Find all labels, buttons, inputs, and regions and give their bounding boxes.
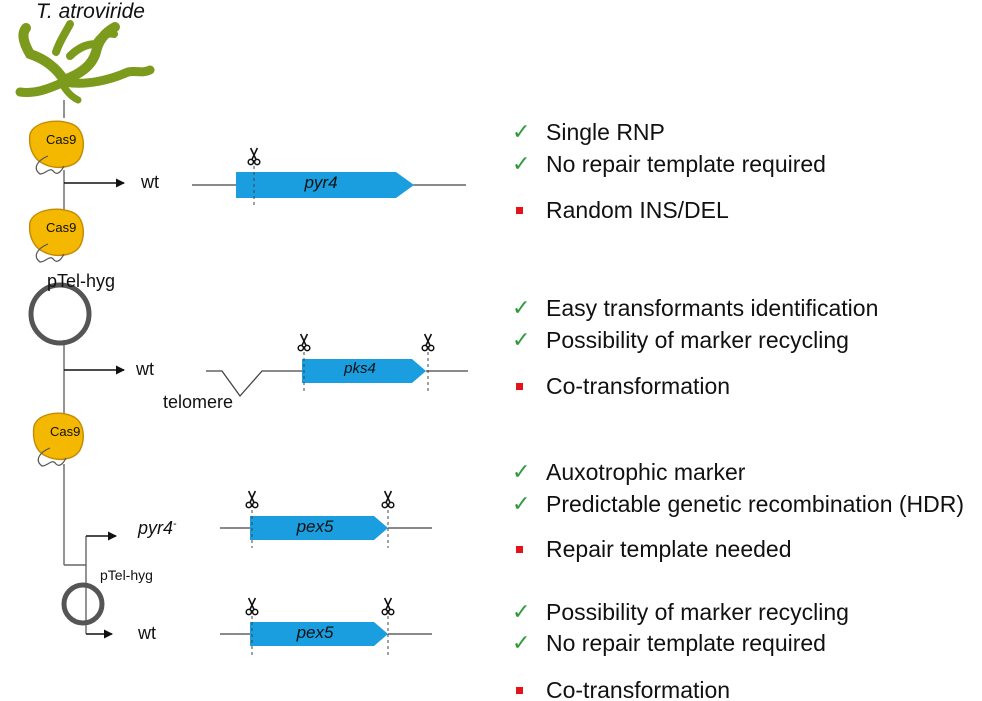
check-icon: ✓ <box>512 151 531 176</box>
check-icon: ✓ <box>512 295 531 320</box>
plasmid-label: pTel-hyg <box>100 567 153 583</box>
feature-text: Random INS/DEL <box>546 196 729 223</box>
gene-arrow-pex5-a <box>250 516 388 540</box>
scissors-icon <box>421 333 435 352</box>
red-square-bullet-icon <box>516 545 523 553</box>
feature-text: Predictable genetic recombination (HDR) <box>546 490 965 517</box>
feature-item: ✓ Auxotrophic marker <box>512 457 745 487</box>
check-icon: ✓ <box>512 491 531 516</box>
gene-arrow-pex5-b <box>250 622 388 646</box>
fungus-icon <box>15 20 155 104</box>
cas9-protein-icon-3 <box>32 412 84 467</box>
red-square-bullet-icon <box>516 686 523 694</box>
feature-item: ✓ Single RNP <box>512 117 665 147</box>
check-icon: ✓ <box>512 327 531 352</box>
red-square-bullet-icon <box>516 206 523 214</box>
wt-label: wt <box>138 623 156 643</box>
cas9-label: Cas9 <box>46 132 77 147</box>
cut-site-lines <box>251 160 429 655</box>
wt-label: wt <box>136 359 154 379</box>
gene-label-pyr4: pyr4 <box>304 173 338 192</box>
feature-item: Co-transformation <box>512 675 730 701</box>
scissors-icon <box>245 597 259 616</box>
feature-item: ✓ Predictable genetic recombination (HDR) <box>512 489 964 519</box>
scissors-icon <box>381 597 395 616</box>
organism-label: T. atroviride <box>36 0 145 23</box>
scissors-icon <box>247 147 261 166</box>
branch-arrows <box>64 178 125 639</box>
feature-text: Possibility of marker recycling <box>546 326 849 353</box>
feature-text: Single RNP <box>546 118 665 145</box>
gene-arrow-pks4 <box>302 359 426 383</box>
feature-item: ✓ No repair template required <box>512 149 826 179</box>
feature-text: No repair template required <box>546 629 826 656</box>
feature-item: ✓ Possibility of marker recycling <box>512 597 849 627</box>
scissors-icon <box>245 490 259 509</box>
cas9-protein-icon-2 <box>28 208 84 263</box>
gene-arrow-pyr4 <box>236 172 414 198</box>
red-square-bullet-icon <box>516 382 523 390</box>
gene-label-pks4: pks4 <box>344 360 376 377</box>
trunk-lines <box>63 100 87 634</box>
feature-text: Easy transformants identification <box>546 294 879 321</box>
feature-item: ✓ No repair template required <box>512 628 826 658</box>
check-icon: ✓ <box>512 599 531 624</box>
cas9-protein-icon-1 <box>28 120 84 175</box>
feature-text: No repair template required <box>546 150 826 177</box>
feature-text: Co-transformation <box>546 372 731 399</box>
telomere-label: telomere <box>163 392 234 412</box>
scissors-icon <box>297 333 311 352</box>
check-icon: ✓ <box>512 459 531 484</box>
dna-lines <box>192 184 468 635</box>
cas9-label: Cas9 <box>50 424 81 439</box>
plasmid-icon-1 <box>28 282 92 346</box>
feature-item: Random INS/DEL <box>512 195 729 225</box>
plasmid-icon-2 <box>61 582 105 626</box>
gene-label-pex5: pex5 <box>296 517 334 536</box>
plasmid-label: pTel-hyg <box>47 271 116 291</box>
feature-text: Repair template needed <box>546 535 792 562</box>
scissors-icon <box>381 490 395 509</box>
feature-text: Auxotrophic marker <box>546 458 746 485</box>
gene-label-pex5: pex5 <box>296 623 334 642</box>
feature-item: ✓ Possibility of marker recycling <box>512 325 849 355</box>
feature-text: Co-transformation <box>546 676 731 701</box>
feature-item: Co-transformation <box>512 371 730 401</box>
feature-item: Repair template needed <box>512 534 792 564</box>
check-icon: ✓ <box>512 630 531 655</box>
cas9-label: Cas9 <box>46 220 77 235</box>
feature-text: Possibility of marker recycling <box>546 598 849 625</box>
wt-label: wt <box>141 172 159 192</box>
check-icon: ✓ <box>512 119 531 144</box>
feature-item: ✓ Easy transformants identification <box>512 293 878 323</box>
pyr4-minus-label: pyr4- <box>138 518 177 538</box>
